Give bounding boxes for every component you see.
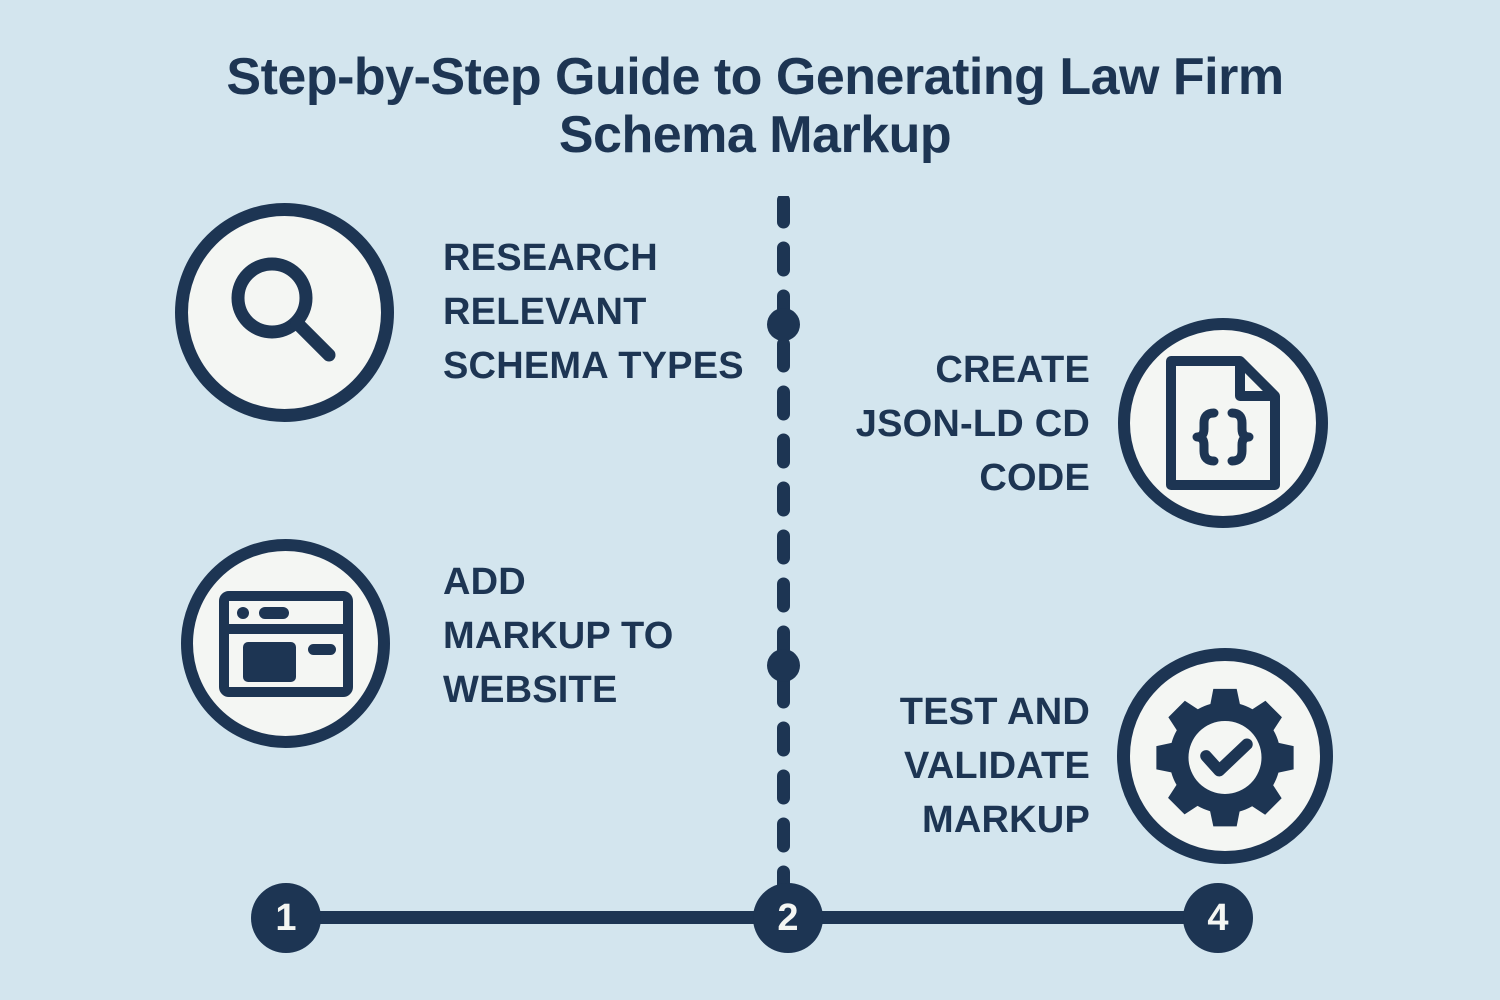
gear-check-icon [1152,683,1298,829]
step-icon-badge-research [175,203,394,422]
vertical-dashed-connector [777,193,790,899]
search-icon [215,243,355,383]
connector-node-lower [767,649,800,682]
step-icon-badge-test-validate [1117,648,1333,864]
timeline-node-2[interactable]: 2 [753,883,823,953]
timeline-bar [286,911,1218,924]
page-title: Step-by-Step Guide to Generating Law Fir… [226,48,1284,165]
timeline-node-1[interactable]: 1 [251,883,321,953]
step-label-research: RESEARCH RELEVANT SCHEMA TYPES [443,237,744,387]
step-label-test-validate: TEST AND VALIDATE MARKUP [899,691,1090,841]
code-document-icon [1158,353,1288,493]
step-label-create-code: CREATE JSON-LD CD CODE [855,349,1090,499]
timeline-node-3[interactable]: 4 [1183,883,1253,953]
step-icon-badge-create-code [1118,318,1328,528]
step-label-add-markup: ADD MARKUP TO WEBSITE [443,561,674,711]
connector-node-upper [767,308,800,341]
browser-window-icon [216,584,356,704]
step-icon-badge-add-markup [181,539,390,748]
